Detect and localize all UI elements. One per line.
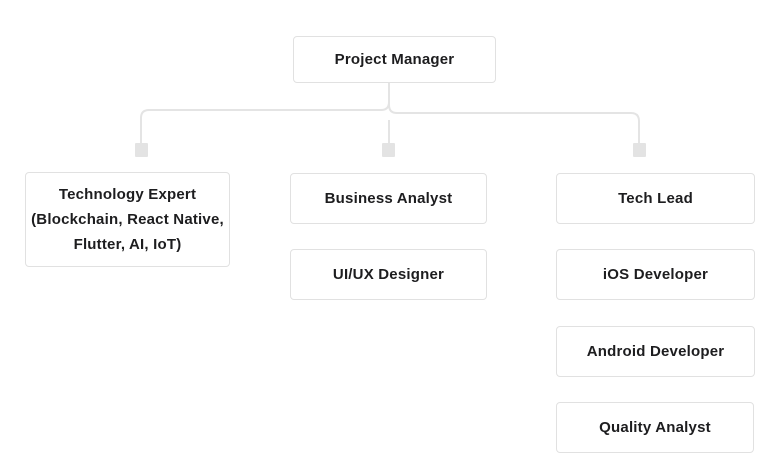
node-label: Tech Lead — [618, 190, 693, 207]
node-label: Project Manager — [334, 51, 455, 68]
node-android-developer: Android Developer — [556, 326, 755, 377]
node-quality-analyst: Quality Analyst — [556, 402, 754, 453]
node-business-analyst: Business Analyst — [290, 173, 487, 224]
node-label: iOS Developer — [602, 266, 709, 283]
node-label: UI/UX Designer — [332, 266, 445, 283]
connector-node-marker-middle — [382, 143, 395, 157]
node-label: Business Analyst — [324, 190, 453, 207]
node-uiux-designer: UI/UX Designer — [290, 249, 487, 300]
node-ios-developer: iOS Developer — [556, 249, 755, 300]
connector-left-branch — [140, 83, 390, 143]
node-label-line-2: (Blockchain, React Native, — [31, 211, 224, 228]
node-label-line-1: Technology Expert — [58, 186, 197, 203]
node-technology-expert: Technology Expert (Blockchain, React Nat… — [25, 172, 230, 267]
node-project-manager: Project Manager — [293, 36, 496, 83]
node-label-line-3: Flutter, AI, IoT) — [73, 236, 182, 253]
connector-node-marker-right — [633, 143, 646, 157]
node-tech-lead: Tech Lead — [556, 173, 755, 224]
node-label: Android Developer — [586, 343, 725, 360]
node-label: Quality Analyst — [599, 419, 711, 436]
connector-node-marker-left — [135, 143, 148, 157]
connector-right-branch — [388, 83, 640, 143]
